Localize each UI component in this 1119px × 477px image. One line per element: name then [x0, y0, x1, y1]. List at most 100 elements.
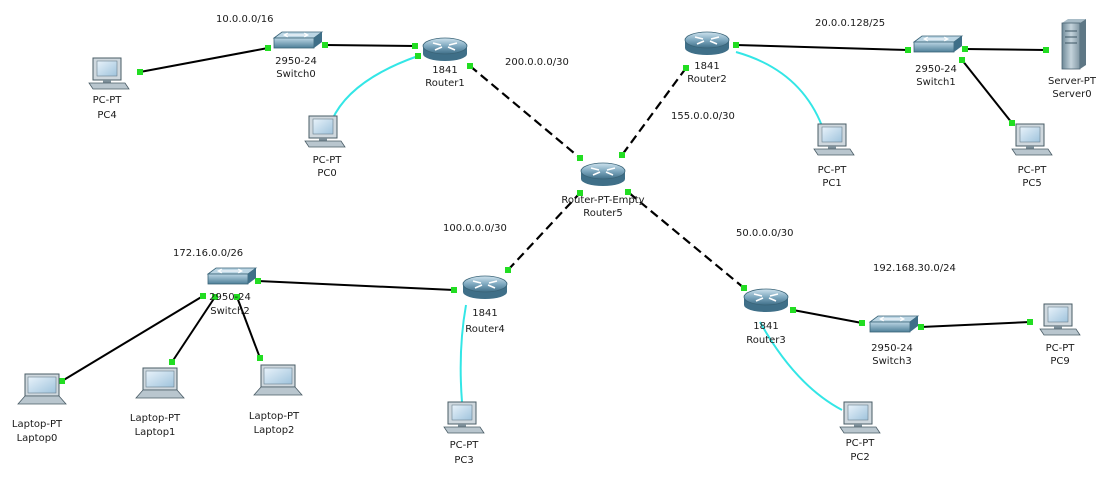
- network-labels: 10.0.0.0/16 20.0.0.128/25 200.0.0.0/30 1…: [173, 14, 956, 274]
- router1-name: Router1: [425, 78, 465, 89]
- switch0-name: Switch0: [276, 69, 315, 80]
- pc-icon: [839, 401, 881, 434]
- network-label: 200.0.0.0/30: [505, 57, 569, 68]
- router1[interactable]: 1841 Router1: [422, 37, 468, 89]
- pc5[interactable]: PC-PT PC5: [1011, 123, 1053, 189]
- port-light: [1027, 319, 1033, 325]
- link-router2-switch1[interactable]: [735, 44, 909, 51]
- pc9-model: PC-PT: [1046, 343, 1076, 354]
- port-light: [790, 307, 796, 313]
- link-switch2-laptop2[interactable]: [236, 296, 261, 359]
- port-light: [59, 378, 65, 384]
- router3-name: Router3: [746, 335, 786, 346]
- router5-model: Router-PT-Empty: [561, 195, 644, 206]
- switch-icon: [868, 315, 920, 333]
- router-icon: [422, 37, 468, 61]
- port-light: [415, 53, 421, 59]
- port-light: [962, 46, 968, 52]
- link-switch1-server0[interactable]: [964, 48, 1047, 51]
- port-light: [212, 294, 218, 300]
- server0-model: Server-PT: [1048, 76, 1097, 87]
- router4-name: Router4: [465, 324, 505, 335]
- port-light: [577, 190, 583, 196]
- pc2-name: PC2: [850, 452, 869, 463]
- link-switch2-router4[interactable]: [257, 280, 455, 291]
- laptop1-name: Laptop1: [135, 427, 176, 438]
- link-switch2-laptop1[interactable]: [171, 296, 216, 363]
- router3[interactable]: 1841 Router3: [743, 288, 789, 346]
- port-light: [505, 267, 511, 273]
- laptop2[interactable]: Laptop-PT Laptop2: [249, 364, 303, 436]
- pc5-name: PC5: [1022, 178, 1041, 189]
- link-router1-pc0[interactable]: [331, 55, 419, 121]
- port-light: [255, 278, 261, 284]
- link-pc4-switch0[interactable]: [139, 47, 269, 73]
- laptop0-name: Laptop0: [17, 433, 58, 444]
- link-switch0-router1[interactable]: [324, 44, 416, 47]
- router2[interactable]: 1841 Router2: [684, 31, 730, 85]
- switch2-name: Switch2: [210, 306, 249, 317]
- server0-name: Server0: [1052, 89, 1091, 100]
- router5[interactable]: Router-PT-Empty Router5: [561, 162, 645, 219]
- pc2[interactable]: PC-PT PC2: [839, 401, 881, 463]
- port-light: [733, 42, 739, 48]
- server-icon: [1061, 19, 1086, 70]
- port-light: [741, 285, 747, 291]
- router-icon: [684, 31, 730, 55]
- link-router3-pc2[interactable]: [759, 321, 843, 411]
- link-switch1-pc5[interactable]: [961, 59, 1013, 124]
- router3-model: 1841: [753, 321, 778, 332]
- link-router3-router5[interactable]: [627, 191, 745, 289]
- pc-icon: [304, 115, 346, 148]
- router2-model: 1841: [694, 61, 719, 72]
- pc-icon: [1011, 123, 1053, 156]
- port-light: [683, 65, 689, 71]
- port-light: [412, 43, 418, 49]
- link-router2-router5[interactable]: [621, 67, 687, 156]
- pc-icon: [813, 123, 855, 156]
- pc1-model: PC-PT: [818, 165, 848, 176]
- pc-icon: [88, 57, 130, 90]
- port-light: [451, 287, 457, 293]
- pc3[interactable]: PC-PT PC3: [443, 401, 485, 466]
- pc0-model: PC-PT: [313, 155, 343, 166]
- link-switch3-pc9[interactable]: [920, 321, 1031, 328]
- port-light: [200, 293, 206, 299]
- port-light: [959, 57, 965, 63]
- laptop0[interactable]: Laptop-PT Laptop0: [12, 373, 67, 444]
- router4[interactable]: 1841 Router4: [462, 275, 508, 335]
- port-light: [1009, 120, 1015, 126]
- link-router4-router5[interactable]: [507, 192, 581, 271]
- link-router2-pc1[interactable]: [735, 51, 823, 127]
- link-router3-switch3[interactable]: [792, 309, 863, 324]
- switch3[interactable]: 2950-24 Switch3: [868, 315, 920, 367]
- link-switch2-laptop0[interactable]: [61, 295, 204, 382]
- pc4[interactable]: PC-PT PC4: [88, 57, 130, 121]
- port-light: [234, 294, 240, 300]
- port-light: [257, 355, 263, 361]
- switch1-model: 2950-24: [915, 64, 957, 75]
- laptop2-name: Laptop2: [254, 425, 295, 436]
- pc4-model: PC-PT: [93, 95, 123, 106]
- laptop1[interactable]: Laptop-PT Laptop1: [130, 367, 185, 438]
- pc9[interactable]: PC-PT PC9: [1039, 303, 1081, 367]
- links-layer: [61, 44, 1047, 411]
- laptop-icon: [17, 373, 67, 405]
- switch2[interactable]: 2950-24 Switch2: [206, 267, 258, 317]
- server0[interactable]: Server-PT Server0: [1048, 19, 1097, 100]
- port-light: [467, 63, 473, 69]
- router-icon: [580, 162, 626, 186]
- pc1[interactable]: PC-PT PC1: [813, 123, 855, 189]
- network-label: 10.0.0.0/16: [216, 14, 273, 25]
- link-router4-pc3[interactable]: [459, 304, 467, 403]
- network-label: 155.0.0.0/30: [671, 111, 735, 122]
- port-light: [859, 320, 865, 326]
- pc0[interactable]: PC-PT PC0: [304, 115, 346, 179]
- router2-name: Router2: [687, 74, 727, 85]
- link-router1-router5[interactable]: [469, 65, 581, 159]
- switch1[interactable]: 2950-24 Switch1: [912, 35, 964, 88]
- pc1-name: PC1: [822, 178, 841, 189]
- switch-icon: [206, 267, 258, 285]
- switch0[interactable]: 2950-24 Switch0: [272, 31, 324, 80]
